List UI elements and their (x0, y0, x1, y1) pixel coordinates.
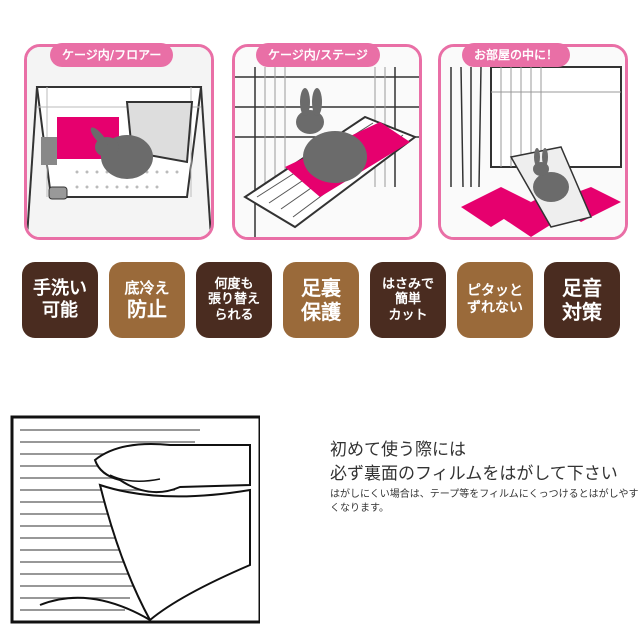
cage-floor-illustration (27, 47, 211, 237)
panel-cage-stage (232, 44, 422, 240)
instruction-note-2: くなります。 (330, 503, 389, 514)
panel-title-floor: ケージ内/フロアー (50, 43, 174, 67)
panel-room (438, 44, 628, 240)
badge-washable: 手洗い可能 (22, 262, 98, 338)
instruction-line-1: 初めて使う際には (330, 440, 466, 460)
panel-title-room: お部屋の中に！ (462, 43, 571, 67)
room-illustration (441, 47, 625, 237)
badge-cold-prevention: 底冷え防止 (109, 262, 185, 338)
peel-film-illustration (10, 415, 260, 624)
rabbit (296, 88, 367, 183)
badge-foot-protection: 足裏保護 (283, 262, 359, 338)
badge-replaceable: 何度も張り替えられる (196, 262, 272, 338)
instruction-line-2: 必ず裏面のフィルムをはがして下さい (330, 464, 618, 484)
panel-title-stage: ケージ内/ステージ (256, 43, 380, 67)
rabbit (90, 127, 153, 179)
badge-footstep-noise: 足音対策 (544, 262, 620, 338)
panel-cage-floor (24, 44, 214, 240)
hand (93, 443, 251, 494)
instruction-note-1: はがしにくい場合は、テープ等をフィルムにくっつけるとはがしやす (330, 489, 639, 500)
badge-no-slip: ピタッとずれない (457, 262, 533, 338)
rabbit (533, 148, 569, 202)
cage-stage-illustration (235, 47, 419, 237)
badge-easy-cut: はさみで簡単カット (370, 262, 446, 338)
